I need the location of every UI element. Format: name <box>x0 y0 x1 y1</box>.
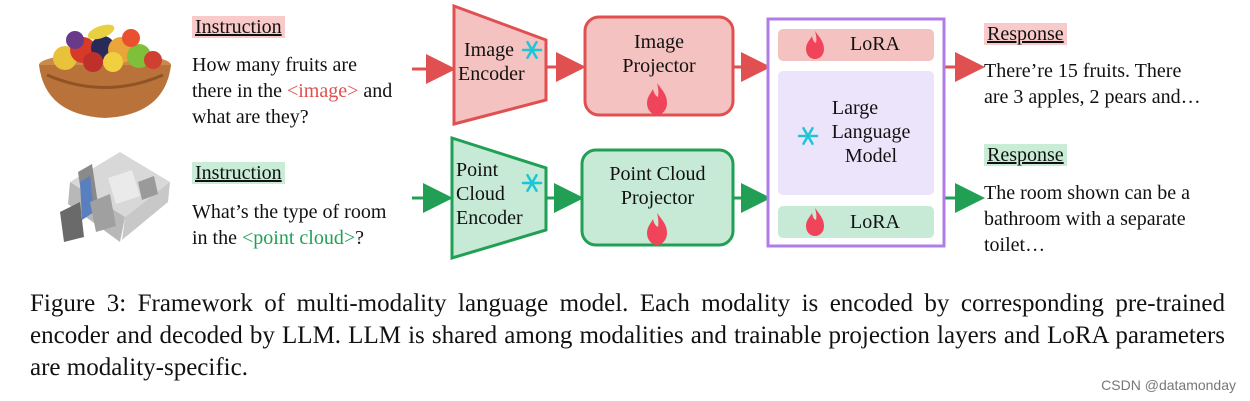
response-line: are 3 apples, 2 pears and… <box>984 86 1201 108</box>
point-cloud-projector-label: Point Cloud Projector <box>582 162 733 210</box>
instruction-line: What’s the type of room <box>192 201 387 223</box>
box-label-line: Encoder <box>458 63 525 85</box>
point-cloud-encoder-shape <box>450 135 548 261</box>
box-label-line: Cloud <box>456 183 505 205</box>
point-cloud-image <box>60 152 170 242</box>
llm-label-line: Large <box>831 97 879 119</box>
image-projector-shape <box>583 15 735 117</box>
box-label-line: Image <box>634 31 684 53</box>
response-line: toilet… <box>984 234 1046 256</box>
framework-diagram: Instruction How many fruits are there in… <box>39 3 1234 261</box>
response-line: bathroom with a separate <box>984 208 1186 230</box>
instruction-fragment: in the <box>192 227 242 249</box>
instruction-line: in the <point cloud>? <box>192 225 432 251</box>
box-label-line: Projector <box>620 187 695 209</box>
image-token: <image> <box>286 80 359 102</box>
row1-instruction-header: Instruction <box>192 16 285 39</box>
box-label-line: Projector <box>622 55 696 77</box>
snowflake-icon <box>521 173 543 193</box>
flame-icon <box>806 208 824 236</box>
row1-instruction-text: How many fruits are there in the <image>… <box>192 52 432 130</box>
llm-label-line: Model <box>844 145 898 167</box>
row2-instruction-text: What’s the type of room in the <point cl… <box>192 199 432 251</box>
llm-label-line: Language <box>831 121 911 143</box>
llm-label: Large Language Model <box>816 96 926 168</box>
snowflake-icon <box>521 40 543 60</box>
row2-response-text: The room shown can be a bathroom with a … <box>984 180 1234 258</box>
lora-top-label: LoRA <box>850 33 900 55</box>
flame-icon <box>806 31 824 59</box>
instruction-line: what are they? <box>192 106 309 128</box>
row2-response-header: Response <box>984 144 1067 167</box>
response-header-label: Response <box>984 144 1067 166</box>
image-encoder-label: Image Encoder <box>458 38 525 86</box>
instruction-fragment: ? <box>355 227 364 249</box>
instruction-fragment: and <box>358 80 393 102</box>
box-label-line: Point <box>456 159 499 181</box>
box-label-line: Encoder <box>456 207 523 229</box>
point-cloud-token: <point cloud> <box>242 227 356 249</box>
flame-icon <box>647 213 667 245</box>
lora-bottom-label: LoRA <box>850 211 900 233</box>
flame-icon <box>647 83 667 115</box>
response-header-label: Response <box>984 23 1067 45</box>
instruction-line: How many fruits are <box>192 54 357 76</box>
response-line: There’re 15 fruits. There <box>984 60 1182 82</box>
point-cloud-projector-shape <box>580 148 735 247</box>
box-label-line: Image <box>464 39 514 61</box>
box-label-line: Point Cloud <box>609 163 706 185</box>
row1-response-text: There’re 15 fruits. There are 3 apples, … <box>984 58 1234 110</box>
image-encoder-shape <box>452 3 548 126</box>
instruction-header-label: Instruction <box>192 162 285 184</box>
image-projector-label: Image Projector <box>585 30 733 78</box>
instruction-line: there in the <image> and <box>192 78 432 104</box>
figure-caption: Figure 3: Framework of multi-modality la… <box>30 290 1225 381</box>
snowflake-icon <box>797 126 819 146</box>
row2-instruction-header: Instruction <box>192 162 285 185</box>
diagram-shapes <box>412 3 985 261</box>
watermark: CSDN @datamonday <box>1101 377 1236 393</box>
llm-core-shape <box>778 71 934 195</box>
fruit-bowl-image <box>39 24 171 118</box>
instruction-header-label: Instruction <box>192 16 285 38</box>
response-line: The room shown can be a <box>984 182 1191 204</box>
instruction-fragment: there in the <box>192 80 287 102</box>
row1-response-header: Response <box>984 23 1067 46</box>
point-cloud-encoder-label: Point Cloud Encoder <box>456 158 523 230</box>
